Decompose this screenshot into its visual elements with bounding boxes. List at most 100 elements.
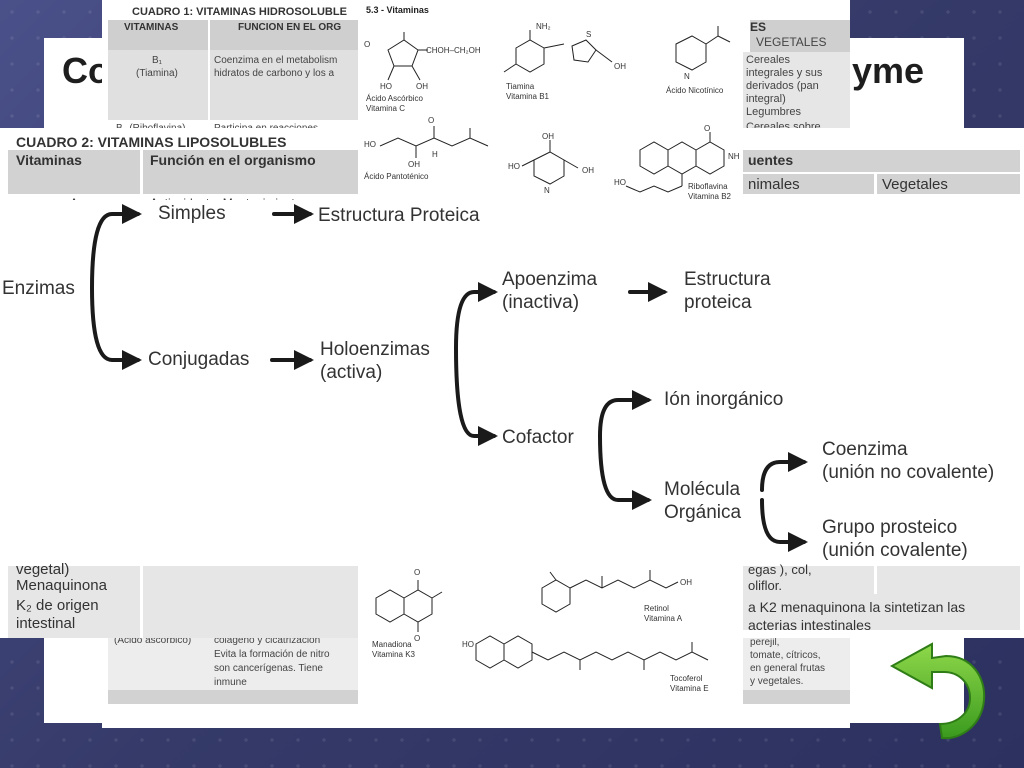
node-grupo-label: Grupo prosteico [822, 517, 958, 538]
table1-right-line5: Legumbres [746, 106, 802, 118]
table2-bottom-right1: egas ), col, [748, 562, 812, 577]
node-organica-label: Orgánica [664, 502, 742, 523]
table2-header-divider [140, 150, 143, 194]
vitamin-structures-top: 5.3 - Vitaminas [358, 0, 743, 201]
node-coenzima-label: Coenzima [822, 439, 908, 460]
table1-right-header: VEGETALES [756, 35, 827, 49]
table2-bottom-right-bg [740, 566, 1020, 630]
table1-bottom-right4: y vegetales. [750, 676, 804, 687]
label-nicotinico: Ácido Nicotínico [666, 86, 724, 95]
table2-header-split [740, 172, 1020, 174]
chem-h-pantotenico: H [432, 150, 438, 159]
chem-o-menadiona-bottom: O [414, 634, 421, 643]
table2-bottom-right3: a K2 menaquinona la sintetizan las [748, 599, 966, 615]
node-simples: Simples [158, 203, 226, 224]
table1-right-header-fragment: ES [750, 20, 767, 34]
label-retinol-name: Retinol [644, 604, 669, 613]
label-tocoferol: Tocoferol Vitamina E [670, 674, 709, 694]
chem-nh2: NH₂ [536, 22, 551, 31]
table1-bottom-left: (Acido ascorbico) [114, 635, 192, 646]
table2-header-vitaminas: Vitaminas [16, 152, 82, 168]
table2-bottom-left1: vegetal) [16, 561, 70, 578]
arrow-holoenzimas-cofactor [454, 346, 498, 446]
node-holoenzimas-label: Holoenzimas [320, 339, 430, 360]
chem-oh-piridoxina: OH [542, 132, 554, 141]
chem-n-piridoxina: N [544, 186, 550, 195]
back-button[interactable] [880, 640, 990, 740]
node-conjugadas: Conjugadas [148, 349, 250, 370]
table1-right-line3: derivados (pan [746, 80, 819, 92]
node-apoenzima: Apoenzima (inactiva) [502, 268, 597, 314]
table1-divider [208, 20, 210, 120]
vitamins-header: 5.3 - Vitaminas [366, 5, 429, 15]
chem-oh-piridoxina2: OH [582, 166, 594, 175]
node-holoenzimas-activa: (activa) [320, 362, 383, 383]
label-retinol: Retinol Vitamina A [644, 604, 682, 624]
node-estructura-proteica-2: Estructura proteica [684, 268, 771, 314]
label-vit-e: Vitamina E [670, 684, 709, 693]
table2-bottom-left-bg [8, 566, 358, 638]
arrow-molecula-coenzima [760, 452, 808, 492]
table1-header-funcion: FUNCION EN EL ORG [238, 22, 342, 33]
table2-bottom-left2: Menaquinona [16, 577, 107, 594]
node-cofactor: Cofactor [502, 427, 574, 448]
label-tocoferol-name: Tocoferol [670, 674, 703, 683]
table1-row1-vitamin-name: (Tiamina) [136, 68, 178, 79]
table2-header-vegetales: Vegetales [882, 176, 948, 193]
diagram-arrows [90, 204, 808, 552]
table1-title: CUADRO 1: VITAMINAS HIDROSOLUBLE [132, 6, 347, 18]
node-proteica-label: proteica [684, 292, 752, 313]
chem-o-riboflavina: O [704, 124, 711, 133]
chem-s: S [586, 30, 592, 39]
arrow-cofactor-molecula [598, 434, 652, 510]
arrow-enzimas-conjugadas [90, 286, 142, 370]
arrow-cofactor-ion [598, 390, 652, 438]
chem-oh-pantotenico: OH [408, 160, 420, 169]
table1-row1-function: Coenzima en el metabolism [214, 55, 338, 66]
table1-bottom-mid2: Evita la formación de nitro [214, 649, 330, 660]
table1-bottom-right2: tomate, cítricos, [750, 650, 821, 661]
table1-bottom-mid3: son cancerígenas. Tiene [214, 663, 323, 674]
node-estructura-label: Estructura [684, 269, 771, 290]
table1-bottom-mid4: inmune [214, 677, 247, 688]
table2-bottom-divider [140, 566, 143, 638]
table1-right-body-bg [742, 52, 850, 130]
label-pantotenico: Ácido Pantoténico [364, 172, 429, 181]
table1-right-header-bg [750, 20, 850, 52]
label-riboflavina-name: Riboflavina [688, 182, 728, 191]
chem-nh-riboflavina: NH [728, 152, 740, 161]
label-ascorbico: Ácido Ascórbico Vitamina C [366, 94, 423, 114]
table1-right-line2: integrales y sus [746, 67, 823, 79]
label-vit-c: Vitamina C [366, 104, 405, 113]
label-tiamina: Tiamina Vitamina B1 [506, 82, 549, 102]
chem-ho-piridoxina: HO [508, 162, 520, 171]
chem-oh-ascorbico: OH [416, 82, 428, 91]
table2-header-split-v [874, 172, 877, 194]
node-estructura-proteica: Estructura Proteica [318, 205, 480, 226]
node-molecula-label: Molécula [664, 479, 741, 500]
chem-oh-retinol: OH [680, 578, 692, 587]
node-union-no-covalente: (unión no covalente) [822, 462, 995, 483]
arrow-holoenzimas-apoenzima [454, 282, 498, 350]
table2-bottom-left4: intestinal [16, 615, 76, 632]
label-vit-k3: Vitamina K3 [372, 650, 415, 659]
table1-bottom-mid1: colageno y cicatrizacion [214, 635, 321, 646]
chem-ho-ascorbico: HO [380, 82, 392, 91]
table1-bottom-right1: perejil, [750, 637, 780, 648]
label-menadiona-name: Manadiona [372, 640, 412, 649]
arrow-enzimas-simples [90, 204, 142, 290]
chem-n-nicotinico: N [684, 72, 690, 81]
table1-row1-vitamin: B₁ [152, 55, 163, 66]
table1-header-bg [108, 20, 358, 50]
vitamin-structures-bottom: O O Manadiona Vitamina K3 OH Retinol Vit… [358, 560, 743, 718]
slide-title-right: yme [852, 50, 925, 91]
vitamin-structures-bottom-drawing [375, 570, 709, 670]
node-coenzima: Coenzima (unión no covalente) [822, 438, 994, 484]
chem-o-menadiona-top: O [414, 568, 421, 577]
label-vit-a: Vitamina A [644, 614, 683, 623]
table1-row1-function2: hidratos de carbono y los a [214, 68, 335, 79]
label-vit-b2: Vitamina B2 [688, 192, 731, 201]
node-ion-inorganico: Ión inorgánico [664, 389, 784, 410]
table2-header-funcion: Función en el organismo [150, 152, 316, 168]
label-ascorbico-name: Ácido Ascórbico [366, 94, 423, 103]
